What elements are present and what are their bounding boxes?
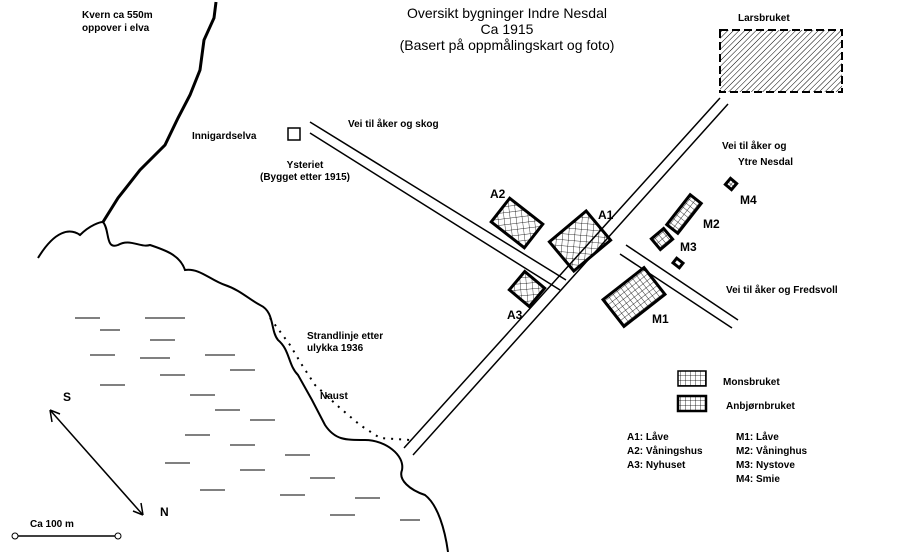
building-m2 (664, 192, 704, 236)
scale-bar: Ca 100 m (11, 519, 122, 540)
shoreline-1936 (269, 317, 411, 441)
innigardselva-label: Innigardselva (192, 131, 257, 142)
legend-monsbruket-label: Monsbruket (723, 377, 780, 388)
legend-item: M2: Våninghus (736, 445, 808, 457)
compass: S N (49, 390, 169, 519)
ysteriet-label-2: (Bygget etter 1915) (260, 172, 350, 183)
arrow-heads-icon (49, 409, 144, 516)
svg-text:Ca 1915: Ca 1915 (481, 21, 534, 37)
compass-arrow (49, 409, 144, 516)
legend-anbjornbruket-swatch (676, 394, 708, 413)
m2-label: M2 (703, 217, 720, 231)
road-ytre-label-2: Ytre Nesdal (738, 157, 793, 168)
road-fredsvoll-label: Vei til åker og Fredsvoll (726, 284, 838, 296)
building-a2 (489, 196, 545, 250)
a2-label: A2 (490, 187, 506, 201)
larsbruket-area (719, 29, 843, 93)
legend-item: A1: Låve (627, 431, 669, 443)
water (75, 317, 420, 521)
south-label: S (63, 390, 71, 404)
larsbruket-label: Larsbruket (738, 13, 790, 24)
building-a3 (507, 269, 547, 309)
building-small (670, 256, 686, 270)
kvern-label: Kvern ca 550m (82, 10, 153, 21)
scale-label: Ca 100 m (30, 519, 74, 530)
m4-label: M4 (740, 193, 757, 207)
legend-item: M1: Låve (736, 431, 779, 443)
kvern-label-2: oppover i elva (82, 23, 150, 34)
m3-label: M3 (680, 240, 697, 254)
river (101, 1, 218, 223)
title: Oversikt bygninger Indre Nesdal Ca 1915 … (400, 5, 615, 53)
legend-item: M3: Nystove (736, 460, 795, 471)
naust-label: Naust (320, 391, 348, 402)
legend-anbjornbruket-label: Anbjørnbruket (726, 401, 796, 412)
roads (309, 97, 739, 456)
ysteriet-label: Ysteriet (287, 160, 324, 171)
svg-text:Oversikt bygninger Indre Nesda: Oversikt bygninger Indre Nesdal (407, 5, 607, 21)
ysteriet-building (287, 127, 301, 141)
svg-text:(Basert på oppmålingskart og f: (Basert på oppmålingskart og foto) (400, 37, 615, 53)
legend-monsbruket-swatch (677, 370, 707, 387)
strandlinje-label-2: ulykka 1936 (307, 343, 364, 354)
road-ytre-label: Vei til åker og (722, 140, 786, 152)
north-label: N (160, 505, 169, 519)
road-skog-label: Vei til åker og skog (348, 118, 439, 130)
a1-label: A1 (598, 208, 614, 222)
legend-item: A2: Våningshus (627, 445, 703, 457)
building-m4 (723, 176, 739, 192)
building-m3 (649, 226, 675, 252)
coastline (37, 220, 449, 552)
legend: Monsbruket Anbjørnbruket A1: Låve A2: Vå… (627, 370, 808, 485)
strandlinje-label: Strandlinje etter (307, 331, 383, 342)
m1-label: M1 (652, 312, 669, 326)
building-a1 (547, 208, 613, 274)
legend-item: M4: Smie (736, 474, 780, 485)
a3-label: A3 (507, 308, 523, 322)
legend-item: A3: Nyhuset (627, 460, 686, 471)
building-m1 (600, 265, 668, 329)
